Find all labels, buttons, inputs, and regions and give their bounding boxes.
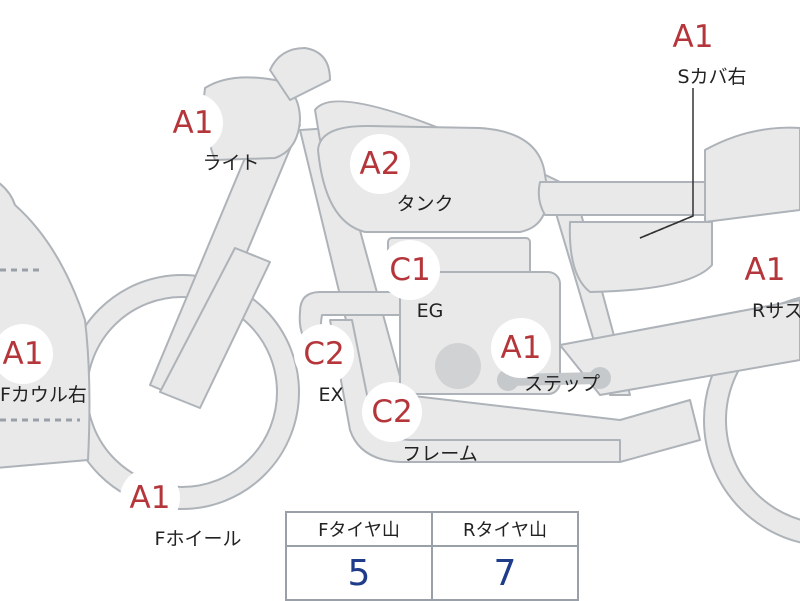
table-value-front-tire: 5 <box>285 545 433 601</box>
table-value-rear-tire: 7 <box>431 545 579 601</box>
seat <box>537 181 706 216</box>
tank <box>317 124 549 233</box>
grade-badge-tank: A2 <box>350 134 410 194</box>
grade-badge-frame: C2 <box>362 382 422 442</box>
label-step: ステップ <box>523 373 601 395</box>
grade-badge-step: A1 <box>491 318 551 378</box>
label-tank: タンク <box>396 193 454 215</box>
engine-crank <box>435 343 481 389</box>
grade-badge-fcowl-right: A1 <box>0 324 53 384</box>
label-fcowl-right: Fカウル右 <box>0 384 87 406</box>
grade-badge-light: A1 <box>163 93 223 153</box>
label-exhaust: EX <box>318 384 344 406</box>
tire-tread-table: Fタイヤ山 Rタイヤ山 5 7 <box>285 511 579 601</box>
label-fwheel: Fホイール <box>154 528 242 550</box>
label-engine: EG <box>416 300 444 322</box>
tail-cowl <box>704 126 800 223</box>
table-header-front-tire: Fタイヤ山 <box>285 511 433 547</box>
table-header-rear-tire: Rタイヤ山 <box>431 511 579 547</box>
grade-badge-scover-right: A1 <box>663 7 723 67</box>
front-cowl <box>0 182 91 469</box>
label-frame: フレーム <box>402 443 478 465</box>
label-light: ライト <box>202 152 260 174</box>
label-rear-suspension: Rサス <box>752 300 800 322</box>
grade-badge-engine: C1 <box>380 240 440 300</box>
label-scover-right: Sカバ右 <box>677 66 747 88</box>
grade-badge-rear-suspension: A1 <box>735 240 795 300</box>
grade-badge-exhaust: C2 <box>294 324 354 384</box>
side-cover <box>568 221 713 293</box>
grade-badge-fwheel: A1 <box>120 468 180 528</box>
